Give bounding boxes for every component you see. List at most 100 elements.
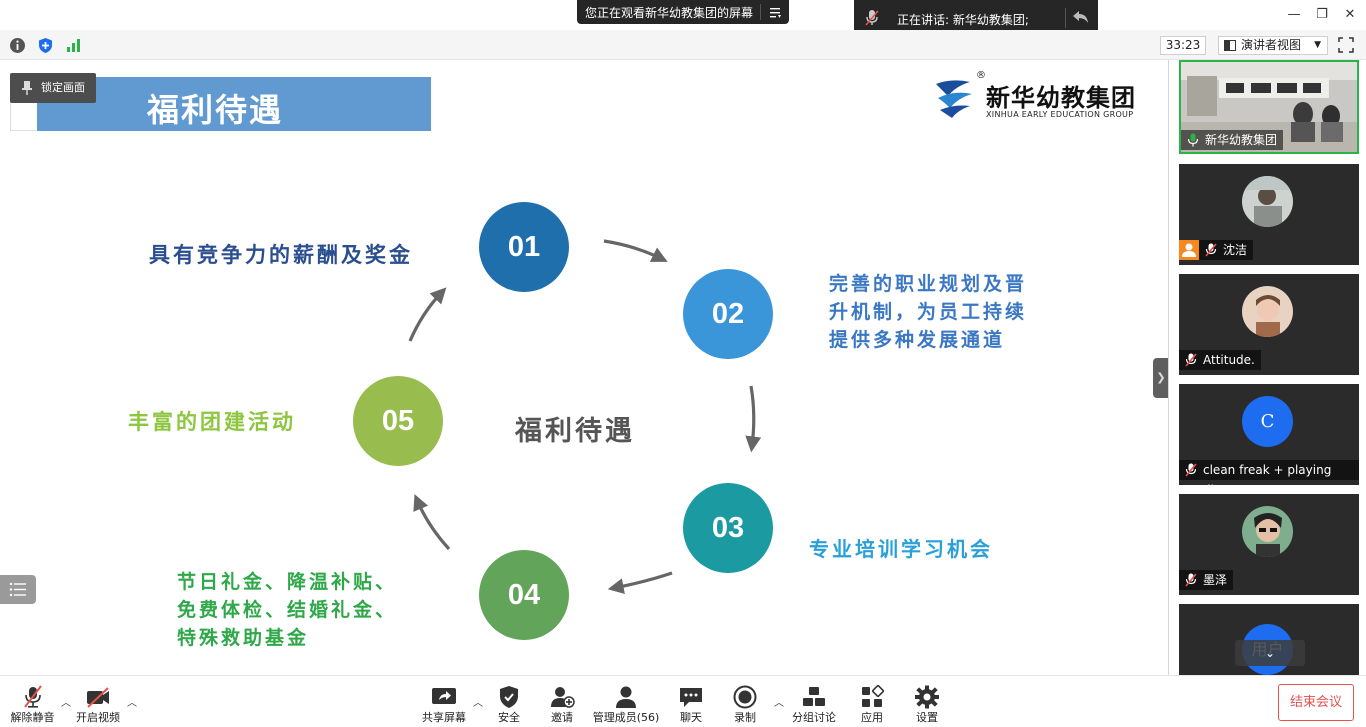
view-mode-dropdown[interactable]: 演讲者视图 ▼ xyxy=(1218,36,1328,55)
active-speaker-indicator: 正在讲话: 新华幼教集团; xyxy=(854,0,1098,35)
title-bar: 您正在观看新华幼教集团的屏幕 正在讲话: 新华幼教集团; — ❐ xyxy=(0,0,1366,35)
shield-icon xyxy=(500,686,518,708)
invite-button[interactable]: 邀请 xyxy=(542,676,582,727)
close-icon[interactable]: ✕ xyxy=(1344,7,1356,22)
minimize-icon[interactable]: — xyxy=(1287,7,1301,22)
cycle-arrows xyxy=(408,239,762,595)
mic-muted-icon xyxy=(1185,573,1197,587)
breakout-rooms-button[interactable]: 分组讨论 xyxy=(788,676,840,727)
reply-arrow-icon[interactable] xyxy=(1072,9,1090,25)
benefit-line: 升机制，为员工持续 xyxy=(829,301,1028,323)
participant-name: 墨泽 xyxy=(1203,573,1228,587)
xinhua-logo-icon xyxy=(936,80,972,118)
meeting-toolbar: 解除静音 ︿ 开启视频 ︿ 共享屏幕 ︿ 安全 xyxy=(0,675,1366,727)
mic-muted-icon xyxy=(1205,243,1217,257)
mic-muted-icon xyxy=(865,10,879,26)
registered-mark: ® xyxy=(976,70,986,81)
lock-screen-button[interactable]: 锁定画面 xyxy=(10,73,96,103)
chat-button[interactable]: 聊天 xyxy=(671,676,711,727)
video-tile[interactable]: 用户 ⌄ xyxy=(1179,604,1359,675)
settings-label: 设置 xyxy=(916,711,938,724)
view-mode-label: 演讲者视图 xyxy=(1241,38,1302,52)
share-screen-button[interactable]: 共享屏幕 xyxy=(416,676,472,727)
gear-icon xyxy=(915,685,939,709)
chevron-up-icon[interactable]: ︿ xyxy=(774,698,784,709)
arrow-05-01 xyxy=(408,287,447,342)
video-tile[interactable]: Attitude. xyxy=(1179,274,1359,375)
chevron-up-icon[interactable]: ︿ xyxy=(473,698,483,709)
video-tile[interactable]: 新华幼教集团 xyxy=(1179,60,1359,154)
shield-icon[interactable] xyxy=(37,37,54,54)
restore-icon[interactable]: ❐ xyxy=(1316,7,1328,22)
security-label: 安全 xyxy=(498,711,520,724)
fullscreen-icon[interactable] xyxy=(1338,37,1354,53)
chevron-down-icon: ▼ xyxy=(1314,40,1321,50)
settings-button[interactable]: 设置 xyxy=(907,676,947,727)
video-tile[interactable]: 沈洁 xyxy=(1179,164,1359,265)
host-badge-icon xyxy=(1179,240,1199,260)
participant-name: 新华幼教集团 xyxy=(1205,133,1278,147)
shared-screen: 福利待遇 锁定画面 ® 新华幼教集团 XINHUA EARLY EDUCATIO… xyxy=(0,60,1168,675)
chevron-up-icon[interactable]: ︿ xyxy=(127,698,137,709)
step-number: 04 xyxy=(507,579,541,611)
meeting-timer: 33:23 xyxy=(1160,36,1206,55)
signal-strength-icon[interactable] xyxy=(65,37,82,54)
speaking-text: 正在讲话: 新华幼教集团; xyxy=(897,13,1029,27)
company-logo: ® 新华幼教集团 XINHUA EARLY EDUCATION GROUP xyxy=(934,70,1144,125)
apps-button[interactable]: 应用 xyxy=(852,676,892,727)
divider xyxy=(1065,8,1066,28)
start-video-label: 开启视频 xyxy=(76,711,120,724)
benefit-line: 提供多种发展通道 xyxy=(829,329,1006,351)
step-circle-01: 01 xyxy=(479,202,569,292)
chevron-up-icon[interactable]: ︿ xyxy=(61,698,71,709)
video-tile[interactable]: 墨泽 xyxy=(1179,494,1359,595)
menu-icon[interactable] xyxy=(767,3,783,21)
chat-label: 聊天 xyxy=(680,711,702,724)
benefit-label-02: 完善的职业规划及晋 升机制，为员工持续 提供多种发展通道 xyxy=(829,270,1027,354)
step-circle-04: 04 xyxy=(479,550,569,640)
share-screen-label: 共享屏幕 xyxy=(422,711,466,724)
security-button[interactable]: 安全 xyxy=(489,676,529,727)
add-user-icon xyxy=(551,687,575,708)
slide-title-bar: 福利待遇 xyxy=(37,77,431,131)
benefit-label-05: 丰富的团建活动 xyxy=(128,410,296,434)
video-tile[interactable]: C clean freak + playing dirty xyxy=(1179,384,1359,485)
start-video-button[interactable]: 开启视频 xyxy=(70,676,126,727)
benefit-label-04: 节日礼金、降温补贴、 免费体检、结婚礼金、 特殊救助基金 xyxy=(177,568,397,652)
step-circle-03: 03 xyxy=(683,483,773,573)
manage-members-button[interactable]: 管理成员(56) xyxy=(592,676,660,727)
step-number: 01 xyxy=(507,231,541,263)
speaker-view-icon xyxy=(1224,40,1236,51)
participant-name-bar: 新华幼教集团 xyxy=(1181,130,1284,150)
apps-icon xyxy=(862,685,885,707)
list-icon xyxy=(9,582,26,597)
benefit-line: 节日礼金、降温补贴、 xyxy=(177,571,398,593)
logo-chinese-name: 新华幼教集团 xyxy=(986,84,1136,112)
step-number: 05 xyxy=(381,405,415,437)
participant-name-bar: Attitude. xyxy=(1179,350,1261,370)
share-banner-text: 您正在观看新华幼教集团的屏幕 xyxy=(585,5,754,20)
members-icon xyxy=(616,686,636,708)
invite-label: 邀请 xyxy=(551,711,573,724)
diagram-center-title: 福利待遇 xyxy=(515,416,635,447)
slide-list-button[interactable] xyxy=(0,575,36,604)
participant-name-bar: 墨泽 xyxy=(1179,570,1234,590)
benefit-label-01: 具有竞争力的薪酬及奖金 xyxy=(149,243,413,267)
benefit-line: 特殊救助基金 xyxy=(177,627,310,649)
chevron-down-icon: ⌄ xyxy=(1264,646,1276,660)
participant-name-bar: 沈洁 xyxy=(1199,240,1254,260)
mic-muted-icon xyxy=(1185,353,1197,367)
avatar xyxy=(1242,506,1293,557)
divider xyxy=(760,4,761,20)
mic-muted-icon xyxy=(23,685,42,708)
end-meeting-button[interactable]: 结束会议 xyxy=(1278,684,1354,721)
unmute-label: 解除静音 xyxy=(10,711,55,724)
info-icon[interactable] xyxy=(9,37,26,54)
unmute-button[interactable]: 解除静音 xyxy=(5,676,60,727)
manage-members-label: 管理成员(56) xyxy=(592,711,660,724)
record-icon xyxy=(733,685,757,709)
record-button[interactable]: 录制 xyxy=(725,676,765,727)
lock-screen-label: 锁定画面 xyxy=(41,81,85,94)
panel-collapse-button[interactable]: ❯ xyxy=(1153,358,1169,398)
scroll-down-button[interactable]: ⌄ xyxy=(1235,640,1305,666)
